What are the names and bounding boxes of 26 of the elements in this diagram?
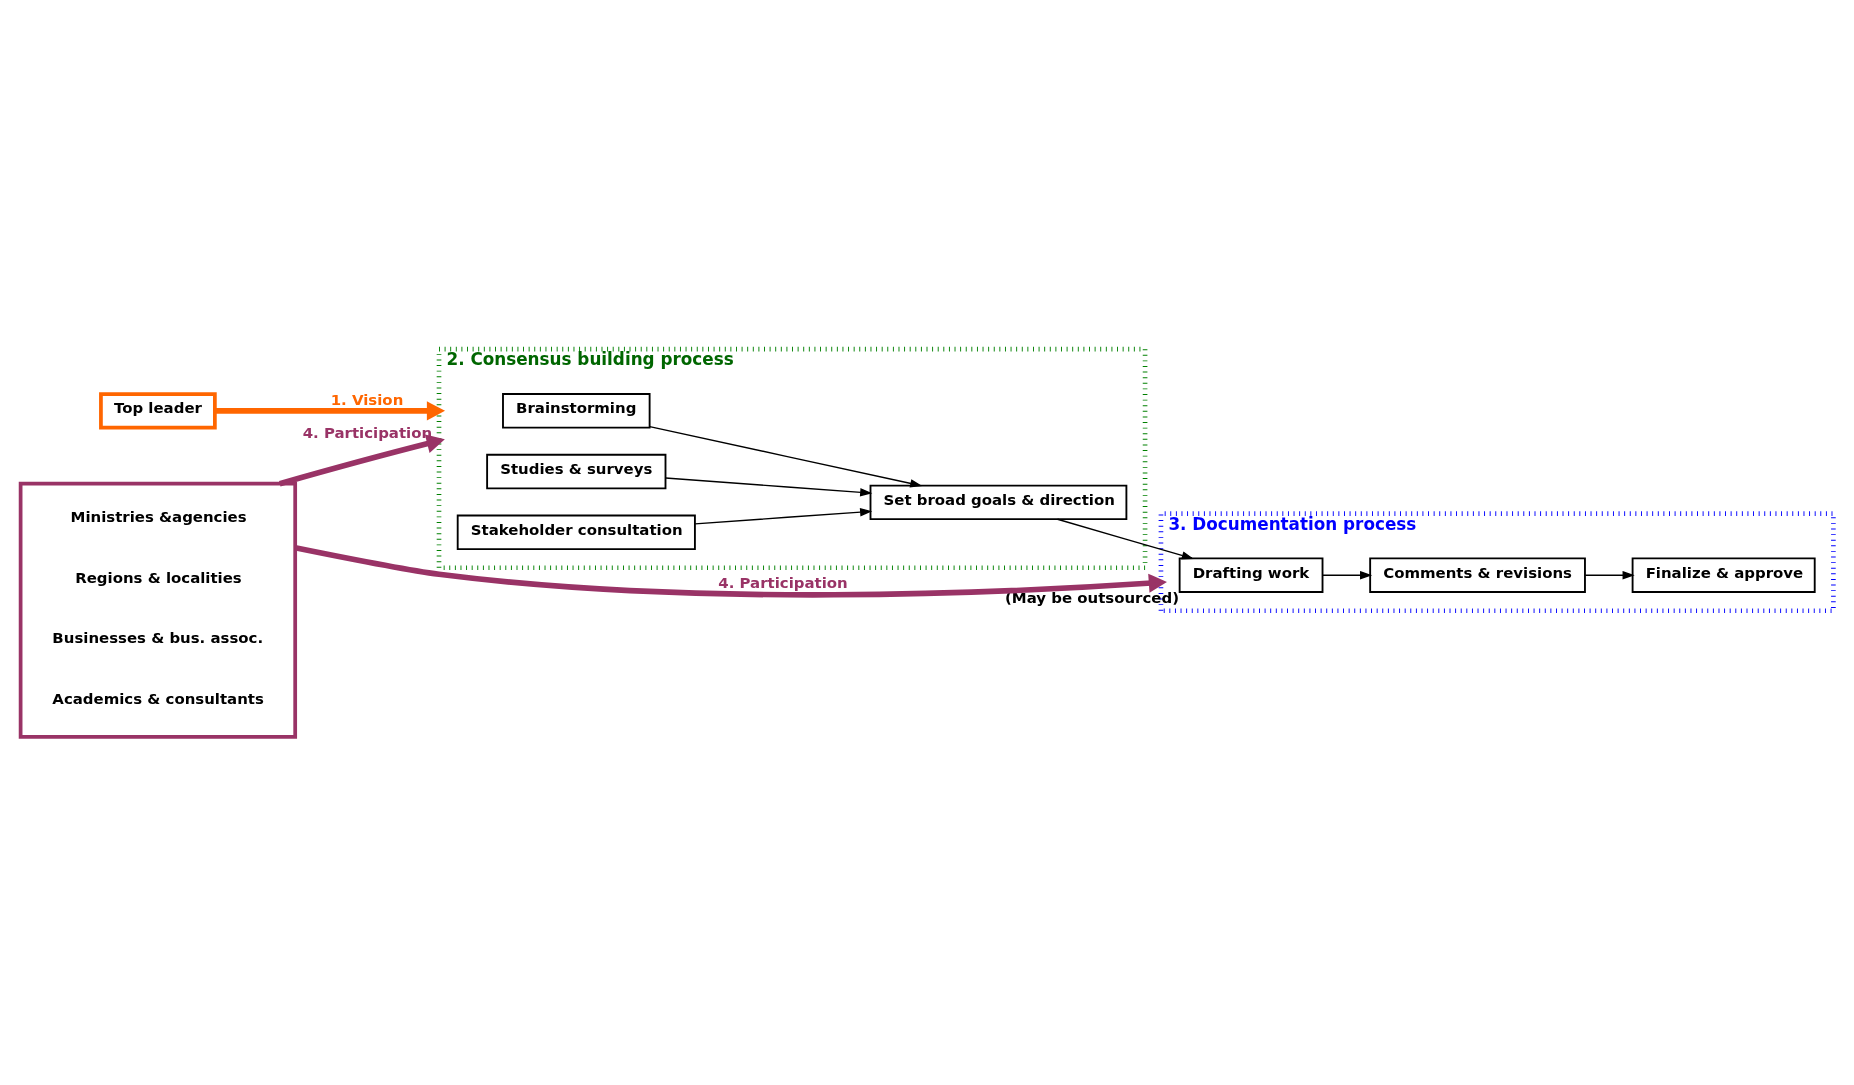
node-box: Top leader: [99, 391, 217, 430]
arrow: [649, 425, 923, 488]
arrow: [279, 433, 445, 486]
node-box: Set broad goals & direction: [869, 484, 1128, 520]
cluster: [18, 481, 298, 739]
arrow: [664, 476, 873, 497]
node-box: Stakeholder consultation: [456, 514, 696, 550]
node-box: Comments & revisions: [1369, 556, 1586, 593]
node-text: Ministries &agencies: [70, 507, 247, 526]
arrow: [1584, 570, 1635, 579]
node-text: Regions & localities: [75, 568, 242, 587]
arrow: [294, 544, 1167, 598]
node-box: Finalize & approve: [1631, 556, 1816, 593]
edge-label: 4. Participation: [718, 573, 848, 592]
arrow: [1056, 518, 1194, 560]
node-text: Businesses & bus. assoc.: [52, 628, 264, 647]
node-box: Drafting work: [1178, 556, 1324, 593]
node-box: Studies & surveys: [486, 453, 667, 489]
arrow: [694, 507, 873, 525]
edge-label: 1. Vision: [330, 390, 404, 409]
node-label: (May be outsourced): [1004, 588, 1179, 607]
node-text: Academics & consultants: [52, 689, 264, 708]
arrow: [215, 400, 446, 420]
node-box: Brainstorming: [502, 392, 651, 429]
edge-label: 4. Participation: [302, 423, 433, 442]
arrow: [1322, 570, 1373, 579]
